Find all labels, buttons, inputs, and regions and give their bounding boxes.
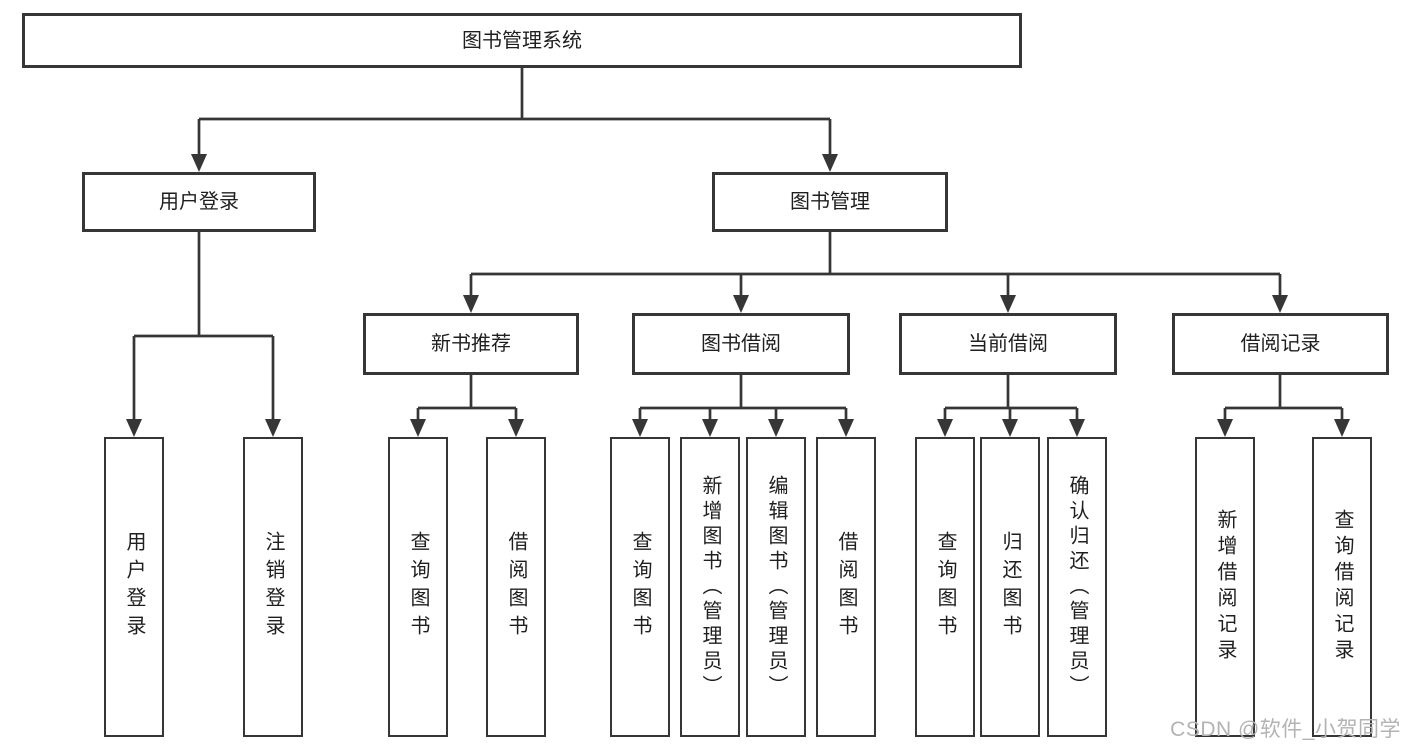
leaf-borrow-books-recommend: 借阅图书 [486,437,546,737]
leaf-add-borrow-record: 新增借阅记录 [1195,437,1255,737]
leaf-query-borrow-record: 查询借阅记录 [1312,437,1372,737]
node-label: 图书管理 [790,191,870,213]
leaf-label: 借阅图书 [835,531,857,643]
leaf-label: 编辑图书（管理员） [765,474,787,700]
leaf-label: 注销登录 [262,531,284,643]
arrowhead-icons [126,154,1350,437]
leaf-query-books-current: 查询图书 [915,437,975,737]
leaf-edit-books-admin: 编辑图书（管理员） [746,437,806,737]
leaf-label: 确认归还（管理员） [1066,474,1088,700]
node-user-login: 用户登录 [82,172,316,232]
node-label: 图书管理系统 [462,29,582,52]
leaf-label: 新增借阅记录 [1214,509,1236,665]
node-label: 借阅记录 [1240,333,1321,355]
leaf-user-login: 用户登录 [104,437,164,737]
node-current-borrowing: 当前借阅 [899,313,1117,375]
leaf-label: 查询图书 [629,531,651,643]
leaf-query-books-recommend: 查询图书 [388,437,448,737]
node-book-management: 图书管理 [712,172,948,232]
node-book-borrowing: 图书借阅 [632,313,850,375]
leaf-label: 查询图书 [934,531,956,643]
leaf-confirm-return-admin: 确认归还（管理员） [1047,437,1107,737]
node-new-book-recommendation: 新书推荐 [363,313,579,375]
node-library-management-system: 图书管理系统 [22,13,1022,68]
leaf-label: 借阅图书 [505,531,527,643]
leaf-label: 新增图书（管理员） [699,474,721,700]
node-label: 当前借阅 [968,333,1048,355]
leaf-logout: 注销登录 [243,437,303,737]
node-label: 用户登录 [159,191,239,213]
node-label: 新书推荐 [431,333,511,355]
leaf-return-books: 归还图书 [980,437,1040,737]
leaf-query-books-borrowing: 查询图书 [610,437,670,737]
leaf-label: 查询借阅记录 [1331,509,1353,665]
leaf-label: 查询图书 [407,531,429,643]
node-label: 图书借阅 [701,333,781,355]
leaf-add-books-admin: 新增图书（管理员） [680,437,740,737]
leaf-borrow-books-borrowing: 借阅图书 [816,437,876,737]
leaf-label: 用户登录 [123,531,145,643]
leaf-label: 归还图书 [999,531,1021,643]
csdn-watermark: CSDN @软件_小贺同学 [1170,718,1401,741]
node-borrowing-records: 借阅记录 [1172,313,1389,375]
